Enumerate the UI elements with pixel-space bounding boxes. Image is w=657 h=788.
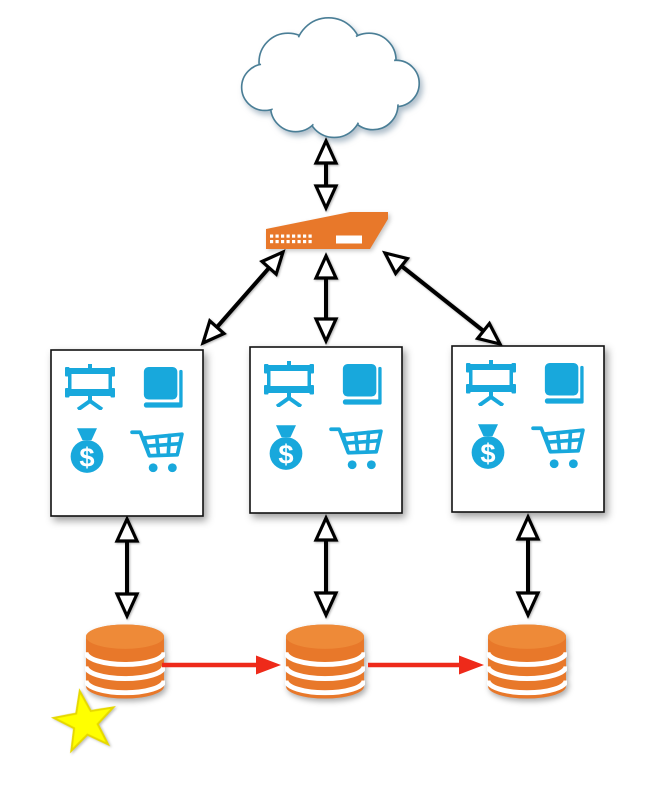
red-arrows xyxy=(162,655,484,675)
database-icon-1 xyxy=(86,624,164,698)
switch-ports xyxy=(270,234,362,244)
arrow-server-3-database-3 xyxy=(515,513,541,619)
database-icon-2 xyxy=(286,624,364,698)
arrow-device-server-1 xyxy=(200,249,286,346)
star-shape xyxy=(50,688,116,754)
star-icon xyxy=(50,688,116,754)
arrow-database-1-database-2 xyxy=(162,655,281,675)
server-box-3 xyxy=(451,345,605,513)
database-icon-3 xyxy=(488,624,566,698)
switch-slot xyxy=(336,235,362,244)
arrow-server-1-database-1 xyxy=(114,515,140,620)
arrow-cloud-device xyxy=(313,137,339,212)
cloud-icon xyxy=(240,16,421,139)
black-arrows xyxy=(114,137,541,620)
server-box-2 xyxy=(249,346,403,514)
arrow-device-server-2 xyxy=(313,252,339,345)
server-box-1 xyxy=(50,349,204,517)
arrow-server-2-database-2 xyxy=(313,514,339,619)
network-switch-icon xyxy=(266,212,388,249)
arrow-device-server-3 xyxy=(381,250,504,347)
arrow-database-2-database-3 xyxy=(368,655,484,675)
